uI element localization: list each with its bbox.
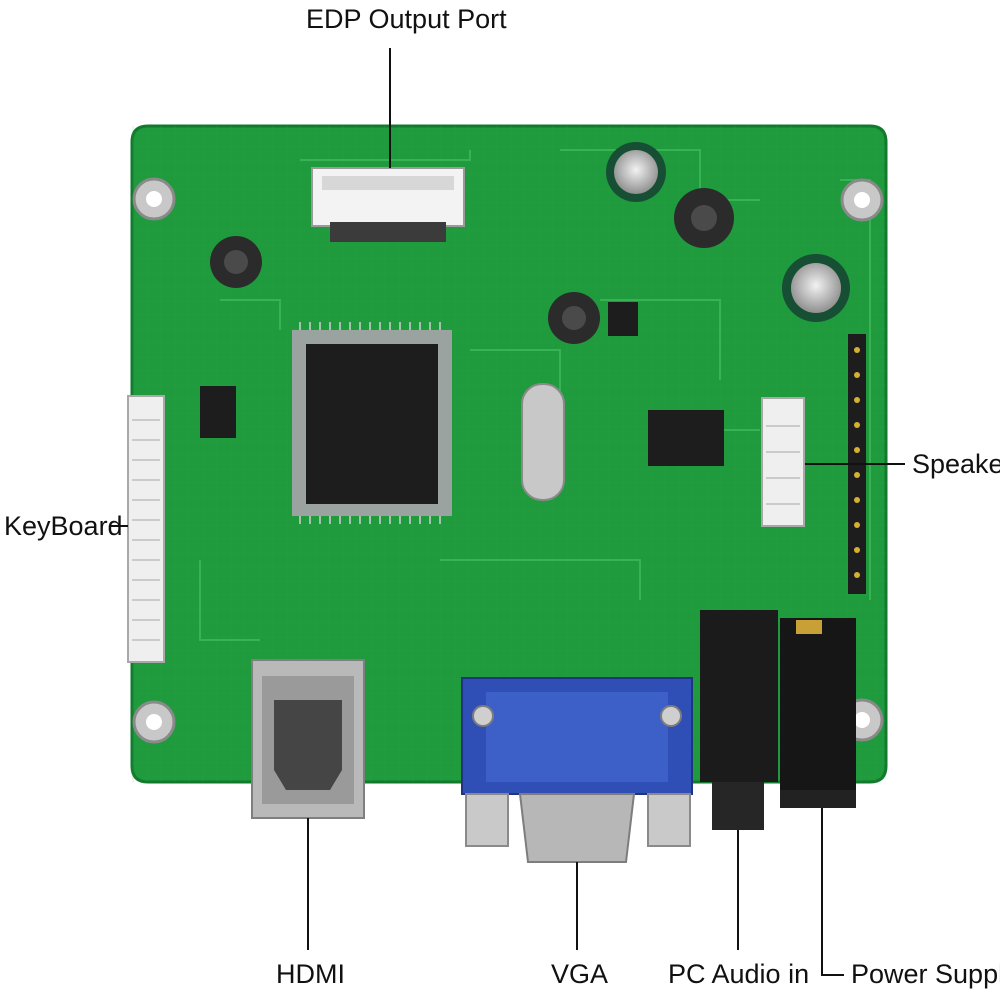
inductor-left — [210, 236, 262, 288]
inductor-right — [674, 188, 734, 248]
leader-power — [821, 808, 844, 976]
mounting-hole-bottom-left — [132, 700, 176, 744]
capacitor-top — [606, 142, 666, 202]
small-chip-1 — [200, 386, 236, 438]
main-chip — [292, 322, 452, 524]
audio-jack — [700, 610, 778, 830]
small-chip-3 — [608, 302, 638, 336]
label-hdmi: HDMI — [276, 959, 345, 989]
hdmi-connector — [251, 659, 365, 819]
mounting-hole-top-right — [840, 178, 884, 222]
vga-connector — [461, 677, 693, 863]
capacitor-right — [782, 254, 850, 322]
label-edp-output-port: EDP Output Port — [306, 4, 507, 34]
mounting-hole-top-left — [132, 177, 176, 221]
label-pc-audio-in: PC Audio in — [668, 959, 810, 989]
label-keyboard: KeyBoard — [4, 511, 123, 541]
crystal-oscillator — [521, 383, 565, 501]
edp-connector — [311, 167, 465, 242]
label-speaker: Speaker — [912, 449, 1000, 479]
label-vga: VGA — [551, 959, 609, 989]
speaker-connector — [761, 397, 805, 527]
power-jack — [780, 618, 856, 808]
inductor-center — [548, 292, 600, 344]
keyboard-connector — [127, 395, 165, 663]
label-power-supply: Power Supply — [851, 959, 1000, 989]
small-chip-2 — [648, 410, 724, 466]
